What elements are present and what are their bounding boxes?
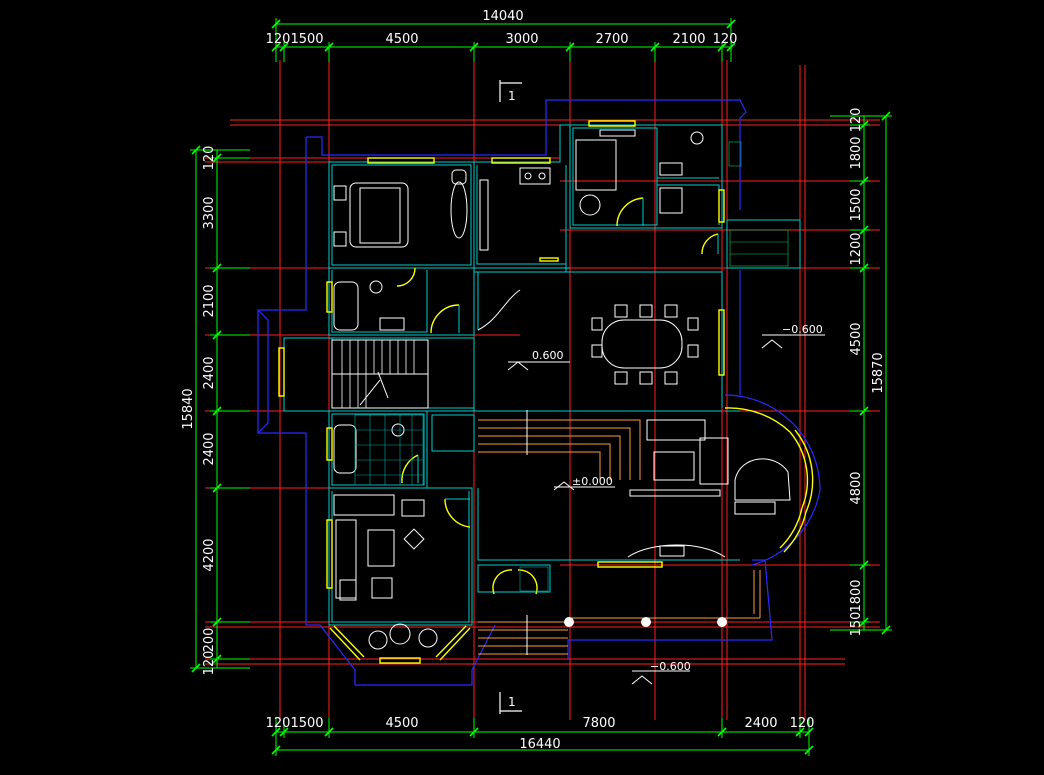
level-text: 0.600 ±0.000 −0.600 −0.600 [532,323,823,673]
door-leaves [417,198,719,500]
furniture [333,129,791,650]
dim-bottom-5: 2400 [744,716,777,731]
dim-right-7: 1800 [849,579,864,612]
dim-left-1: 120 [202,146,217,171]
dim-left-3: 2100 [202,284,217,317]
section-mark-top: 1 [508,89,516,103]
dim-bottom-2: 1500 [290,716,323,731]
dimension-lines [190,18,892,756]
dim-right-4: 1200 [849,232,864,265]
dim-left-4: 2400 [202,356,217,389]
dim-right-overall: 15870 [871,352,886,393]
dim-left-5: 2400 [202,432,217,465]
dim-right-5: 4500 [849,322,864,355]
dim-left-2: 3300 [202,196,217,229]
section-marks [499,80,522,714]
section-text: 1 1 [508,89,516,709]
outer-walls [257,99,821,686]
dim-left-7: 200 [202,628,217,653]
tile-patterns [354,141,789,592]
level-marks [507,334,825,685]
dim-left-8: 120 [202,651,217,676]
level-ground: ±0.000 [572,475,613,488]
dimension-text: 14040 120 1500 4500 3000 2700 2100 120 1… [181,9,886,752]
dim-top-1: 120 [266,32,291,47]
dim-left-6: 4200 [202,538,217,571]
dim-right-6: 4800 [849,471,864,504]
dim-bottom-overall: 16440 [519,737,560,752]
dim-top-3: 4500 [385,32,418,47]
dim-top-2: 1500 [290,32,323,47]
porch-steps [478,419,761,655]
dim-left-overall: 15840 [181,388,196,429]
dim-bottom-6: 120 [790,716,815,731]
dim-top-overall: 14040 [482,9,523,24]
dim-bottom-1: 120 [266,716,291,731]
section-mark-bottom: 1 [508,695,516,709]
dim-right-1: 120 [849,108,864,133]
dim-top-4: 3000 [505,32,538,47]
level-outside-right: −0.600 [782,323,823,336]
porch-columns [564,617,727,627]
dim-top-5: 2700 [595,32,628,47]
dim-bottom-3: 4500 [385,716,418,731]
dim-right-2: 1800 [849,136,864,169]
dim-bottom-4: 7800 [582,716,615,731]
windows [278,120,814,664]
dim-top-7: 120 [713,32,738,47]
dim-right-3: 1500 [849,188,864,221]
dim-right-8: 150 [849,612,864,637]
level-outside-bottom: −0.600 [650,660,691,673]
dim-top-6: 2100 [672,32,705,47]
stairs [331,339,429,409]
level-first-floor: 0.600 [532,349,564,362]
